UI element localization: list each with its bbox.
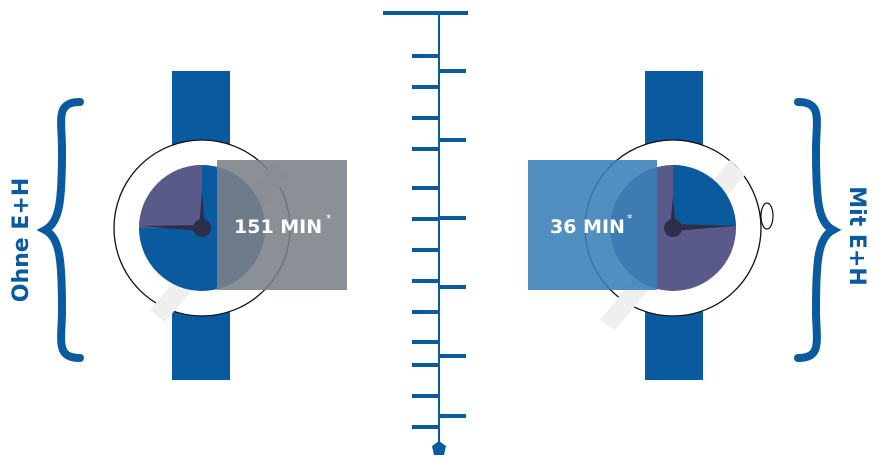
ruler-tick-right [440,414,466,418]
time-box [528,160,657,290]
ruler-tick-left [412,116,438,120]
ruler-tick-left [412,394,438,398]
elapsed-sector [139,165,202,228]
left-watch: 151 MIN * [113,71,347,380]
ruler-tick-right [440,285,466,289]
ruler-tick-left [412,363,438,367]
ruler-tick-left [412,340,438,344]
right-label: Mit E+H [844,186,869,285]
ruler-tick-right [440,138,466,142]
right-watch: 36 MIN * [528,71,774,380]
hub [193,219,211,237]
elapsed-sector [673,165,736,228]
ruler-tick-left [412,54,438,58]
crown [760,202,774,230]
hub [664,219,682,237]
left-brace [36,98,84,362]
ruler-line [438,13,440,450]
ruler-tick-left [412,279,438,283]
right-brace [794,98,842,362]
ruler-tick-right [440,69,466,73]
ruler-tick-right [440,354,466,358]
ruler-tick-left [412,248,438,252]
ruler-tick-left [412,217,438,221]
ruler-tick-left [412,310,438,314]
time-box [217,160,347,290]
ruler-tick-left [412,85,438,89]
ruler-top-bar [383,11,468,15]
right-time: 36 MIN [550,216,625,238]
ruler-end-dot [432,441,446,455]
footnote-mark: * [326,212,332,225]
ruler-tick-left [412,425,438,429]
left-label: Ohne E+H [9,178,34,302]
timeline-ruler [383,11,468,455]
left-time: 151 MIN [234,216,322,238]
ruler-tick-left [412,186,438,190]
ruler-tick-left [412,147,438,151]
footnote-mark: * [627,212,633,225]
ruler-tick-right [440,216,466,220]
